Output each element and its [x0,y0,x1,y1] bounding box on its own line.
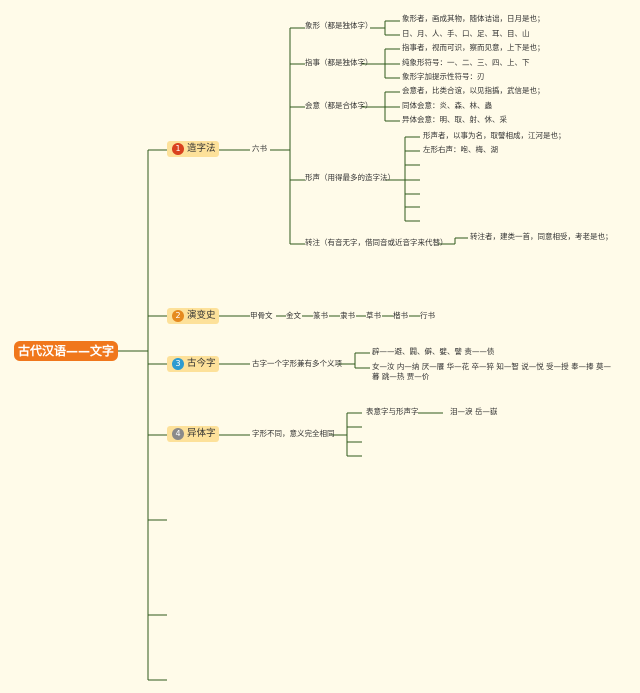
node-xingsheng[interactable]: 形声（用得最多的造字法） [305,173,395,182]
leaf-huiyi-2[interactable]: 同体会意：炎、森、林、蟲 [402,101,492,110]
node-yiti-desc[interactable]: 字形不同，意义完全相同 [252,429,335,438]
chain-kaishu[interactable]: 楷书 [393,311,408,320]
leaf-zhishi-1[interactable]: 指事者，视而可识，察而见意，上下是也； [402,43,545,52]
section-label: 异体字 [187,428,216,439]
badge-3: 3 [172,358,184,370]
section-gujinzi[interactable]: 3 古今字 [167,356,219,372]
section-yitizi[interactable]: 4 异体字 [167,426,219,442]
leaf-huiyi-1[interactable]: 会意者，比类合谊，以见指撝，武信是也； [402,86,545,95]
leaf-xingsheng-1[interactable]: 形声者，以事为名，取譬相成，江河是也； [423,131,566,140]
chain-caoshu[interactable]: 草书 [366,311,381,320]
chain-lishu[interactable]: 隶书 [340,311,355,320]
leaf-huiyi-3[interactable]: 异体会意：明、取、射、休、采 [402,115,507,124]
leaf-zhishi-3[interactable]: 象形字加提示性符号：刃 [402,72,485,81]
leaf-yiti-example[interactable]: 泪—淚 岳—嶽 [450,407,498,416]
node-zhuanzhu[interactable]: 转注（有音无字，借同音或近音字来代替） [305,238,448,247]
leaf-gujin-1[interactable]: 辟——避、闢、僻、嬖、譬 责——债 [372,347,495,356]
badge-1: 1 [172,143,184,155]
section-label: 古今字 [187,358,216,369]
node-zhishi[interactable]: 指事（都是独体字） [305,58,373,67]
root-node[interactable]: 古代汉语——文字 [14,341,118,361]
section-label: 造字法 [187,143,216,154]
node-yiti-sub[interactable]: 表意字与形声字 [366,407,419,416]
badge-4: 4 [172,428,184,440]
leaf-zhuanzhu-1[interactable]: 转注者，建类一首，同意相受，考老是也； [470,232,613,241]
node-gujin-desc[interactable]: 古字一个字形兼有多个义项 [252,359,342,368]
section-yanbianshi[interactable]: 2 演变史 [167,308,219,324]
node-huiyi[interactable]: 会意（都是合体字） [305,101,373,110]
leaf-xiangxing-1[interactable]: 象形者，画成其物，随体诘诎，日月是也； [402,14,545,23]
chain-jiaguwen[interactable]: 甲骨文 [250,311,273,320]
leaf-xiangxing-2[interactable]: 日、月、人、手、口、足、耳、目、山 [402,29,530,38]
node-liushu[interactable]: 六书 [252,144,267,153]
chain-jinwen[interactable]: 金文 [286,311,301,320]
badge-2: 2 [172,310,184,322]
section-zaozifa[interactable]: 1 造字法 [167,141,219,157]
leaf-xingsheng-2[interactable]: 左形右声：咆、梅、湖 [423,145,498,154]
leaf-gujin-2[interactable]: 女—汝 内—纳 厌—餍 华—花 卒—猝 知—智 说—悦 受—授 奉—捧 莫—暮 … [372,362,611,381]
chain-xingshu[interactable]: 行书 [420,311,435,320]
leaf-zhishi-2[interactable]: 纯象形符号：一、二、三、四、上、下 [402,58,530,67]
node-xiangxing[interactable]: 象形（都是独体字） [305,21,373,30]
chain-zhuanshu[interactable]: 篆书 [313,311,328,320]
section-label: 演变史 [187,310,216,321]
